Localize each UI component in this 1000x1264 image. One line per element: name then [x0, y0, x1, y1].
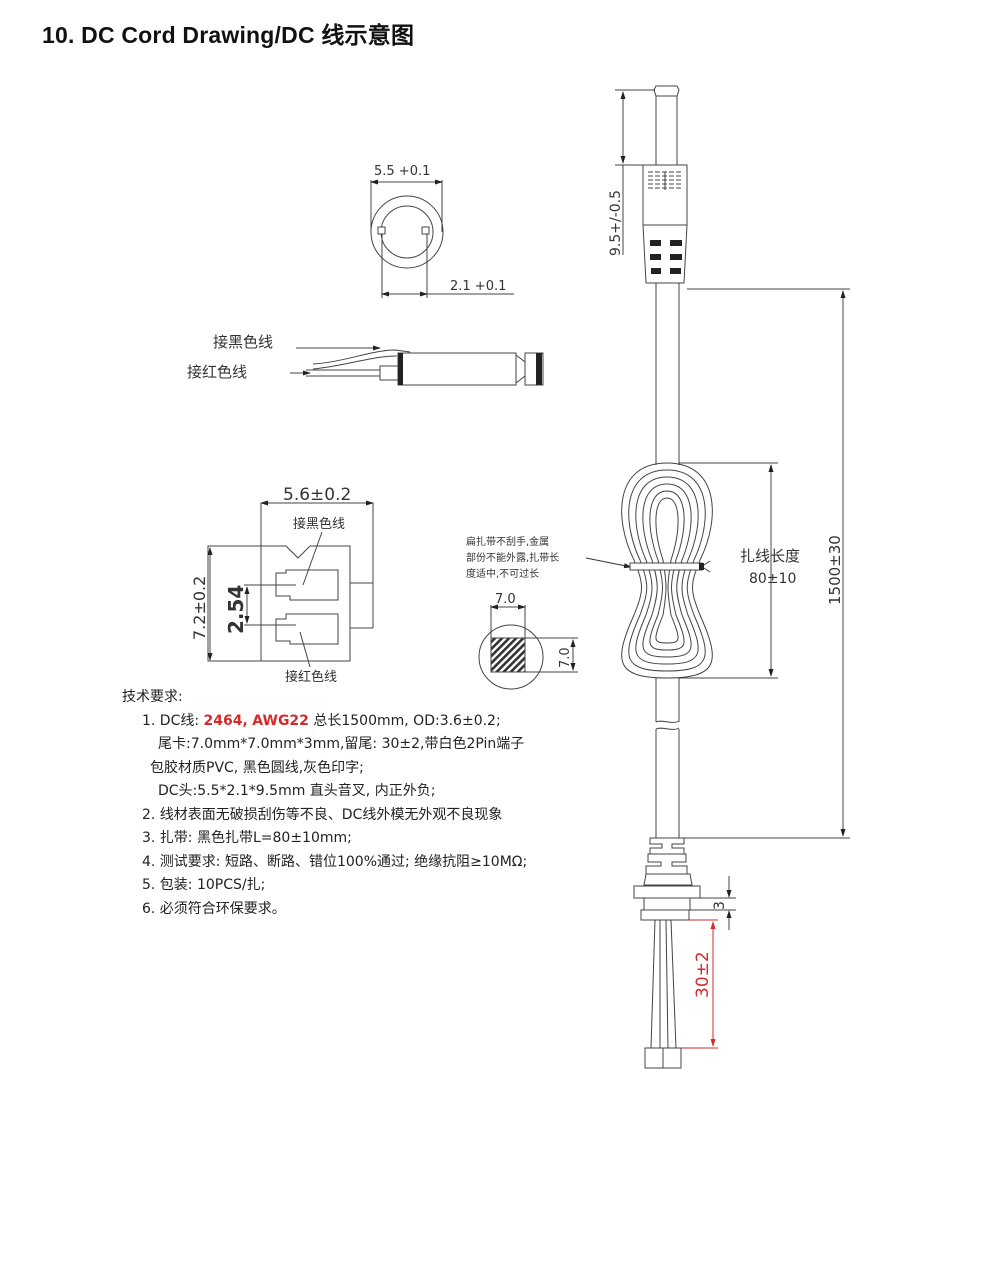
- pin-pitch-label: 2.54: [224, 585, 248, 634]
- tail-width-label: 7.0: [495, 592, 516, 607]
- connector-view: [207, 500, 374, 668]
- cable-type: 2464: [203, 712, 243, 729]
- requirements-heading: 技术要求:: [122, 689, 183, 705]
- requirement-item-6: 6. 必须符合环保要求。: [142, 900, 286, 917]
- tie-note-line-2: 部份不能外露,扎带长: [466, 551, 559, 564]
- plug-side-view: [290, 345, 544, 386]
- requirement-item-1-line-3: 包胶材质PVC, 黑色圆线,灰色印字;: [150, 759, 364, 776]
- lead-length-dimension: [681, 919, 718, 1049]
- connector-red-wire-label: 接红色线: [285, 669, 337, 685]
- bundle-length-label: 扎线长度: [740, 547, 800, 565]
- tail-thickness-label: 3: [712, 901, 728, 910]
- requirement-item-5: 5. 包装: 10PCS/扎;: [142, 877, 266, 893]
- page-title: 10. DC Cord Drawing/DC 线示意图: [42, 22, 415, 48]
- requirement-item-4: 4. 测试要求: 短路、断路、错位100%通过; 绝缘抗阻≥10MΩ;: [142, 853, 528, 870]
- coil-bundle: [621, 462, 713, 679]
- connector-height-label: 7.2±0.2: [190, 576, 209, 640]
- tail-height-label: 7.0: [558, 647, 573, 668]
- black-wire-label: 接黑色线: [213, 333, 273, 351]
- bundle-length-value: 80±10: [749, 571, 796, 587]
- red-wire-label: 接红色线: [187, 363, 247, 381]
- requirement-item-1-line-2: 尾卡:7.0mm*7.0mm*3mm,留尾: 30±2,带白色2Pin端子: [158, 736, 525, 752]
- requirement-item-3: 3. 扎带: 黑色扎带L=80±10mm;: [142, 830, 352, 846]
- tie-note-line-1: 扁扎带不刮手,金属: [466, 535, 549, 548]
- requirement-item-1: 1. DC线: 2464, AWG22 总长1500mm, OD:3.6±0.2…: [142, 712, 501, 729]
- total-length-label: 1500±30: [826, 535, 844, 605]
- tie-note-line-3: 度适中,不可过长: [466, 567, 539, 580]
- technical-requirements: 技术要求: 1. DC线: 2464, AWG22 总长1500mm, OD:3…: [122, 686, 527, 921]
- requirement-item-1-line-4: DC头:5.5*2.1*9.5mm 直头音叉, 内正外负;: [158, 783, 436, 799]
- connector-black-wire-label: 接黑色线: [293, 516, 345, 532]
- tail-clamp-section: [478, 604, 578, 690]
- inner-diameter-label: 2.1 +0.1: [450, 279, 506, 294]
- lead-length-label: 30±2: [693, 951, 713, 998]
- outer-diameter-label: 5.5 +0.1: [374, 164, 430, 179]
- cord-view: [615, 85, 850, 1069]
- connector-width-label: 5.6±0.2: [283, 485, 351, 505]
- plug-length-label: 9.5+/-0.5: [608, 190, 624, 256]
- wire-gauge: AWG22: [252, 712, 309, 729]
- plug-face-view: [370, 179, 514, 298]
- requirement-item-2: 2. 线材表面无破损刮伤等不良、DC线外模无外观不良现象: [142, 806, 503, 823]
